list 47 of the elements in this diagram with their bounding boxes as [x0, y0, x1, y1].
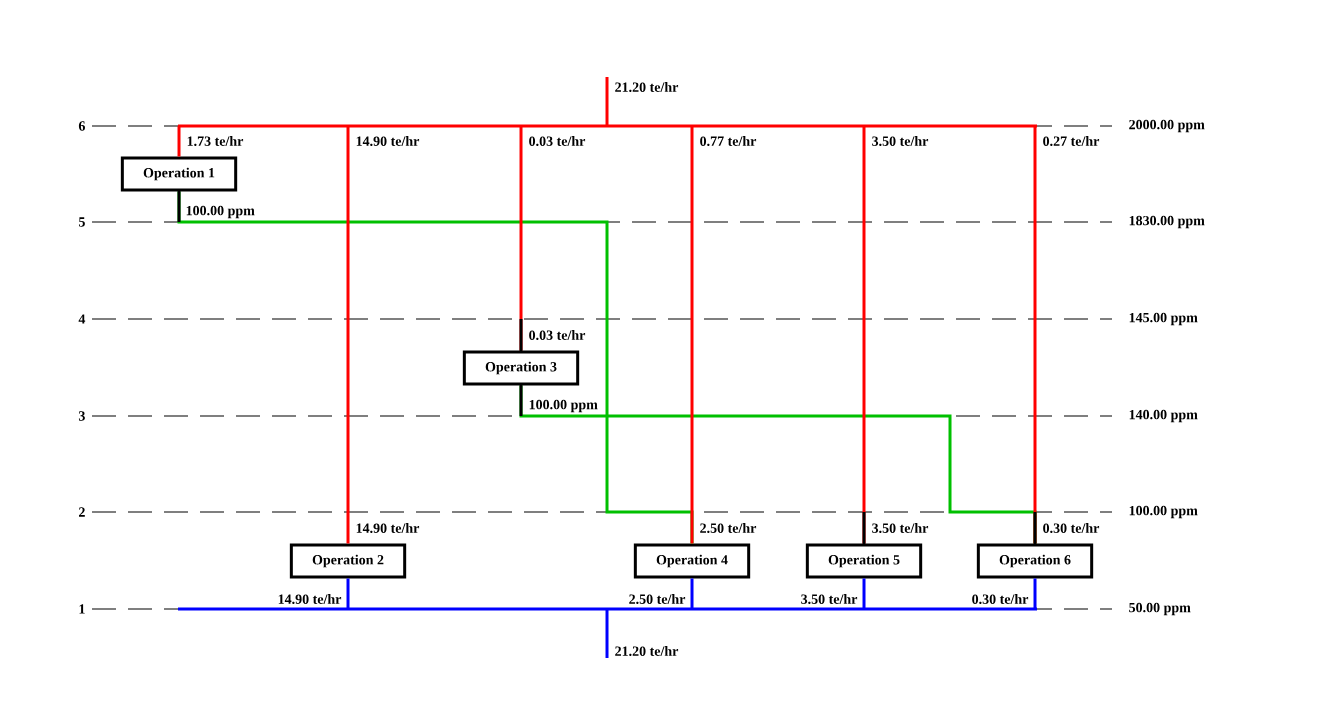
pipe-line [177, 126, 181, 157]
operation-box: Operation 4 [633, 543, 751, 579]
flow-label: 21.20 te/hr [613, 80, 680, 94]
concentration-label: 145.00 ppm [1127, 311, 1200, 327]
flow-label: 0.27 te/hr [1041, 134, 1101, 148]
flow-label: 14.90 te/hr [276, 592, 343, 606]
level-number: 5 [77, 216, 87, 228]
flow-label: 0.30 te/hr [1041, 521, 1101, 535]
level-number: 4 [77, 313, 87, 325]
operation-box: Operation 1 [120, 156, 238, 192]
flow-label: 21.20 te/hr [613, 644, 680, 658]
pipe-line [862, 578, 866, 609]
flow-label: 14.90 te/hr [354, 521, 421, 535]
flow-label: 1.73 te/hr [185, 134, 245, 148]
level-number: 2 [77, 506, 87, 518]
flow-label: 0.77 te/hr [698, 134, 758, 148]
flow-label: 3.50 te/hr [870, 134, 930, 148]
concentration-label: 100.00 ppm [184, 204, 257, 220]
pipe-line [690, 578, 694, 609]
concentration-label: 100.00 ppm [527, 398, 600, 414]
flow-label: 3.50 te/hr [799, 592, 859, 606]
flow-label: 0.03 te/hr [527, 328, 587, 342]
flow-label: 0.30 te/hr [970, 592, 1030, 606]
operation-box: Operation 3 [462, 350, 580, 386]
pipe-line [862, 126, 866, 545]
level-number: 3 [77, 409, 87, 423]
operation-box: Operation 5 [805, 543, 923, 579]
operation-box: Operation 2 [289, 543, 407, 579]
concentration-label: 140.00 ppm [1127, 408, 1200, 424]
level-number: 1 [77, 603, 87, 615]
pipe-line [346, 578, 350, 609]
concentration-label: 1830.00 ppm [1127, 214, 1207, 230]
flow-label: 2.50 te/hr [627, 592, 687, 606]
pipe-line [346, 126, 350, 544]
concentration-label: 100.00 ppm [1127, 504, 1200, 520]
pipe-line [1033, 126, 1037, 545]
flow-label: 0.03 te/hr [527, 134, 587, 148]
pipe-line [519, 126, 523, 352]
flow-label: 14.90 te/hr [354, 134, 421, 148]
concentration-label: 2000.00 ppm [1127, 118, 1207, 134]
flow-label: 2.50 te/hr [698, 521, 758, 535]
pipe-line [690, 126, 694, 544]
concentration-label: 50.00 ppm [1127, 601, 1193, 617]
pipe-line [1033, 578, 1037, 609]
flow-label: 3.50 te/hr [870, 521, 930, 535]
level-number: 6 [77, 119, 87, 133]
operation-box: Operation 6 [976, 543, 1094, 579]
